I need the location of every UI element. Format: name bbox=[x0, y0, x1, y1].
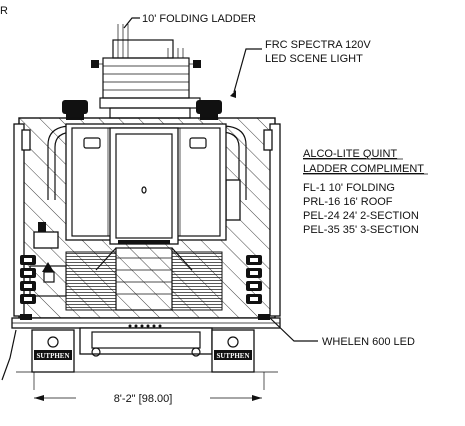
ladder-compliment-title-2: LADDER COMPLIMENT bbox=[303, 163, 424, 175]
rear-step-grille bbox=[65, 251, 223, 311]
width-dimension bbox=[34, 395, 262, 401]
ladder-item-2: PRL-16 16' ROOF bbox=[303, 196, 393, 208]
label-dimension: 8'-2" [98.00] bbox=[114, 393, 173, 405]
label-scene-light-2: LED SCENE LIGHT bbox=[265, 53, 363, 65]
scene-light-left bbox=[62, 100, 88, 120]
tail-light-left bbox=[20, 255, 36, 304]
label-scene-light-1: FRC SPECTRA 120V bbox=[265, 39, 371, 51]
ladder-item-4: PEL-35 35' 3-SECTION bbox=[303, 224, 419, 236]
mudflap-text-right: SUTPHEN bbox=[216, 352, 249, 360]
ladder-compliment-title-1: ALCO-LITE QUINT bbox=[303, 148, 397, 160]
mudflap-text-left: SUTPHEN bbox=[36, 352, 69, 360]
rear-bumper bbox=[11, 314, 281, 357]
rear-compartment bbox=[65, 123, 227, 311]
tail-light-right bbox=[246, 255, 262, 304]
cutoff-label: R bbox=[0, 5, 8, 17]
scene-light-right bbox=[196, 100, 222, 120]
mud-flap-left: SUTPHEN bbox=[31, 329, 75, 373]
leader-lines bbox=[1, 17, 318, 381]
mud-flap-right: SUTPHEN bbox=[211, 329, 255, 373]
ladder-item-1: FL-1 10' FOLDING bbox=[303, 182, 395, 194]
label-whelen: WHELEN 600 LED bbox=[322, 336, 415, 348]
folding-ladder-rack bbox=[91, 24, 201, 119]
label-folding-ladder: 10' FOLDING LADDER bbox=[142, 13, 256, 25]
ladder-item-3: PEL-24 24' 2-SECTION bbox=[303, 210, 419, 222]
